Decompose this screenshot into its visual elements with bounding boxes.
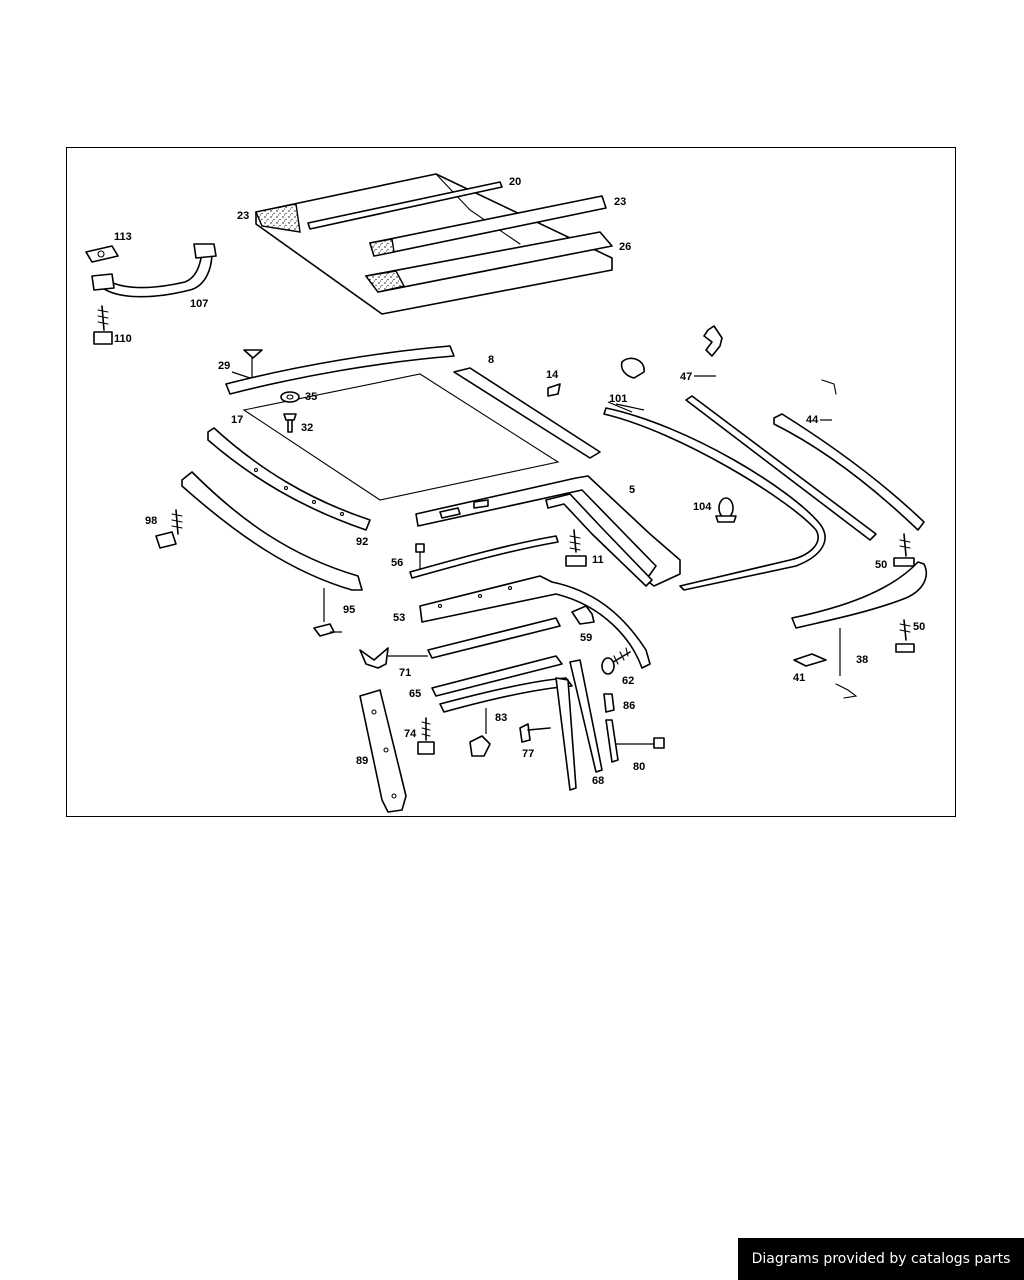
callout-23-right: 23 [614,196,626,208]
trim-strip-80 [605,719,665,763]
grab-handle-107 [91,243,217,298]
callout-23-left: 23 [237,210,249,222]
roof-liner-26 [364,231,613,293]
seal-44 [773,379,925,531]
callout-32: 32 [301,422,313,434]
callout-107: 107 [190,298,208,310]
roof-strip-20 [307,181,503,230]
callout-68: 68 [592,775,604,787]
callout-35: 35 [305,391,317,403]
clip-59 [571,605,595,625]
callout-56: 56 [391,557,403,569]
clip-83 [469,708,491,757]
clip-104 [715,497,737,523]
pillar-trim-89 [359,689,407,813]
clip-41 [793,653,827,667]
seal-47 [685,325,877,541]
screw-50-upper [893,533,915,567]
callout-65: 65 [409,688,421,700]
callout-53: 53 [393,612,405,624]
screw-32 [283,413,297,433]
windshield-trim-29 [225,345,455,395]
callout-92: 92 [356,536,368,548]
windshield-glass-17 [242,373,560,501]
callout-47: 47 [680,371,692,383]
callout-98: 98 [145,515,157,527]
callout-104: 104 [693,501,712,513]
callout-80: 80 [633,761,645,773]
callout-110: 110 [114,333,132,345]
trim-strip-65 [431,655,563,697]
callout-89: 89 [356,755,368,767]
callout-38: 38 [856,654,868,666]
screw-11 [565,529,587,567]
screw-98 [155,509,183,549]
trim-strip-71 [359,617,561,669]
callout-44: 44 [806,414,819,426]
callout-50-upper: 50 [875,559,887,571]
footer-banner: Diagrams provided by catalogs parts [738,1238,1024,1280]
trim-strip-56 [409,535,559,579]
trim-strip-38 [791,561,928,699]
fastener-35 [280,391,300,403]
callout-29: 29 [218,360,230,372]
trim-strip-95 [181,471,363,591]
footer-text: Diagrams provided by catalogs parts [751,1251,1011,1267]
callout-101: 101 [609,393,627,405]
callout-86: 86 [623,700,635,712]
callout-11: 11 [592,554,604,566]
callout-95: 95 [343,604,355,616]
trim-strip-83 [439,677,573,713]
clip-113 [85,245,119,263]
clip-14 [547,383,561,397]
screw-77 [519,723,551,743]
callout-17: 17 [231,414,243,426]
callout-62: 62 [622,675,634,687]
screw-62 [601,647,631,675]
callout-74: 74 [404,728,417,740]
callout-14: 14 [546,369,559,381]
seal-101 [603,357,826,591]
callout-59: 59 [580,632,592,644]
pillar-trim-68 [555,659,603,791]
callout-labels: 20 23 23 26 113 107 110 29 8 14 101 47 4… [114,176,925,787]
screw-50-lower [895,619,915,653]
callout-26: 26 [619,241,631,253]
callout-71: 71 [399,667,411,679]
callout-20: 20 [509,176,521,188]
callout-5: 5 [629,484,635,496]
nut-110 [93,305,113,345]
roof-rail-8 [453,367,601,459]
clip-86 [603,693,615,713]
callout-77: 77 [522,748,534,760]
roof-liner-23 [369,195,607,257]
clip-95 [313,588,335,637]
leader-lines [231,371,832,633]
trim-strip-53 [419,575,651,669]
roof-rail-5 [415,475,681,587]
callout-50-lower: 50 [913,621,925,633]
callout-83: 83 [495,712,507,724]
callout-41: 41 [793,672,805,684]
callout-113: 113 [114,231,132,243]
trim-strip-92 [207,427,371,531]
screw-74 [417,717,435,755]
callout-8: 8 [488,354,494,366]
